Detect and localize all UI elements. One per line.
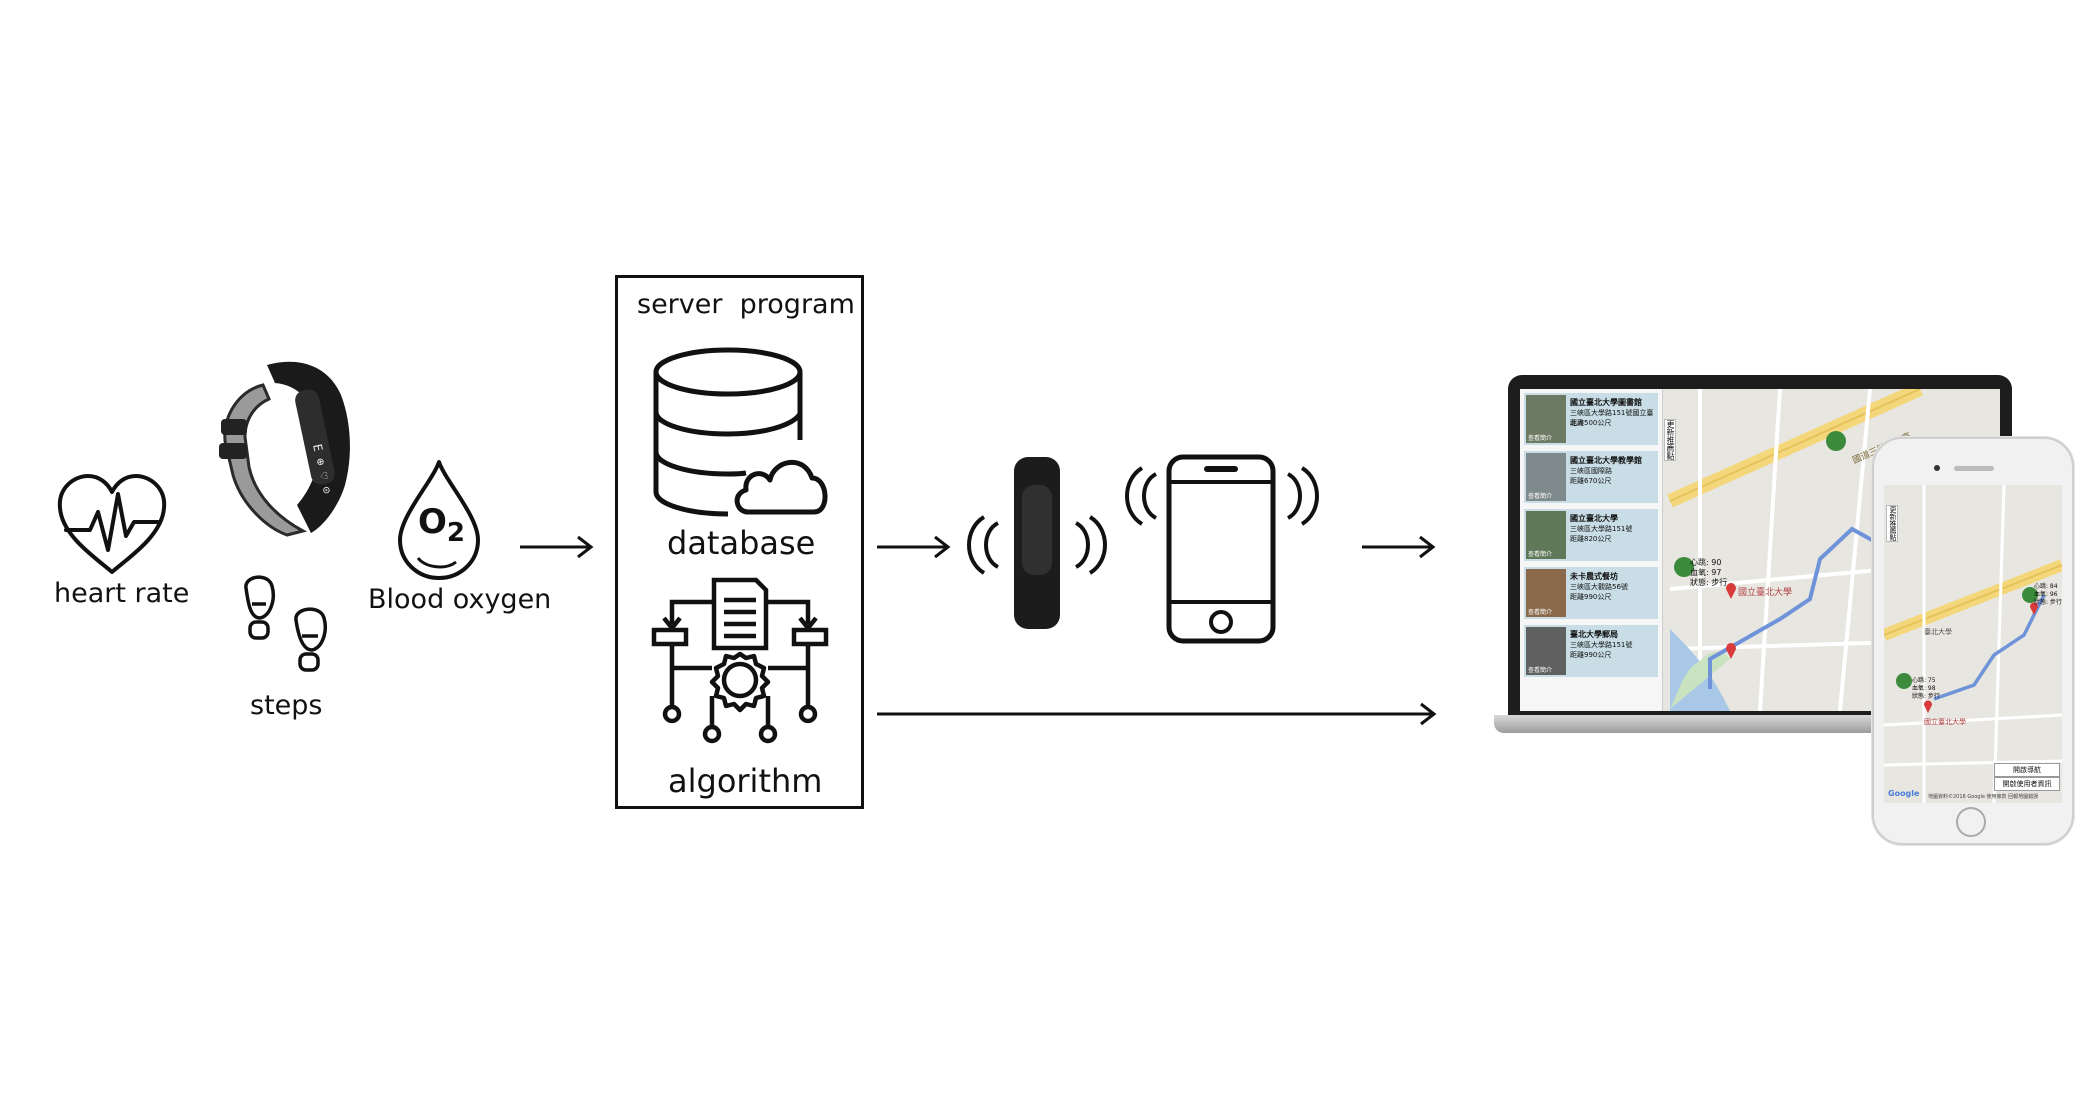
- list-item-line1: 三峽區大學路151號: [1570, 641, 1633, 649]
- band-signal-left-icon: [967, 515, 1002, 575]
- list-item-0[interactable]: 國立臺北大學圖書館 三峽區大學路151號國立臺北大 距離500公尺 查看簡介: [1524, 393, 1658, 445]
- list-item-thumb: [1526, 569, 1566, 617]
- list-item-line2: 距離820公尺: [1570, 535, 1612, 543]
- list-item-line1: 三峽區大學路151號: [1570, 525, 1633, 533]
- list-item-title: 國立臺北大學: [1570, 514, 1618, 523]
- list-item-title: 國立臺北大學圖書館: [1570, 398, 1642, 407]
- phone-map-label-ntpu: 臺北大學: [1924, 628, 1952, 636]
- list-item-tag[interactable]: 查看簡介: [1528, 667, 1553, 674]
- server-program-title: server program: [637, 289, 855, 320]
- list-item-line2: 距離990公尺: [1570, 651, 1612, 659]
- list-item-tag[interactable]: 查看簡介: [1528, 609, 1553, 616]
- heart-rate-icon: [56, 472, 168, 576]
- list-item-title: 臺北大學郵局: [1570, 630, 1618, 639]
- phone-earpiece: [1954, 466, 1994, 471]
- list-item-title: 未卡農式餐坊: [1570, 572, 1618, 581]
- list-item-thumb: [1526, 453, 1566, 501]
- phone-nav-button[interactable]: 開啟導航: [1994, 763, 2060, 777]
- phone-map: [1884, 485, 2062, 803]
- band-signal-right-icon: [1072, 515, 1107, 575]
- list-item-thumb: [1526, 627, 1566, 675]
- phone-home-button[interactable]: [1956, 807, 1986, 837]
- algorithm-icon: [650, 576, 830, 746]
- phone-refresh-button[interactable]: 更新推薦點: [1886, 505, 1898, 542]
- phone-camera: [1934, 465, 1940, 471]
- phone-info-hr: 心跳: 75: [1912, 677, 1936, 684]
- fitness-band-image: E ⊕ ♡ ⊙: [215, 355, 355, 555]
- database-label: database: [667, 524, 816, 562]
- laptop-map-label-ntpu: 國立臺北大學: [1738, 588, 1793, 598]
- list-item-1[interactable]: 國立臺北大學教學館 三峽區國際路 距離670公尺 查看簡介: [1524, 451, 1658, 503]
- wearable-band-icon: [1012, 455, 1062, 631]
- phone-signal-right-icon: [1284, 466, 1319, 526]
- list-item-tag[interactable]: 查看簡介: [1528, 435, 1553, 442]
- arrow-to-devices: [877, 702, 1437, 726]
- list-item-thumb: [1526, 511, 1566, 559]
- arrow-to-screens: [1362, 535, 1436, 559]
- phone-info-hr2: 心跳: 84: [2034, 583, 2058, 590]
- list-item-line2: 距離990公尺: [1570, 593, 1612, 601]
- laptop-map-info-bp: 血氧: 97: [1690, 568, 1722, 577]
- phone-map-label-ntpu2: 國立臺北大學: [1924, 718, 1966, 726]
- list-item-3[interactable]: 未卡農式餐坊 三峽區大觀路56號 距離990公尺 查看簡介: [1524, 567, 1658, 619]
- algorithm-label: algorithm: [668, 762, 823, 800]
- list-item-4[interactable]: 臺北大學郵局 三峽區大學路151號 距離990公尺 查看簡介: [1524, 625, 1658, 677]
- o2-symbol: O2: [418, 502, 465, 548]
- server-program-box: [615, 275, 864, 809]
- database-icon: [652, 344, 828, 520]
- laptop-refresh-button[interactable]: 更新推薦點: [1664, 419, 1676, 461]
- footsteps-icon: [234, 572, 344, 690]
- list-item-2[interactable]: 國立臺北大學 三峽區大學路151號 距離820公尺 查看簡介: [1524, 509, 1658, 561]
- list-item-line1: 三峽區國際路: [1570, 467, 1612, 475]
- list-item-title: 國立臺北大學教學館: [1570, 456, 1642, 465]
- list-item-line2: 距離670公尺: [1570, 477, 1612, 485]
- laptop-list-panel: 國立臺北大學圖書館 三峽區大學路151號國立臺北大 距離500公尺 查看簡介 國…: [1520, 389, 1663, 711]
- heart-rate-label: heart rate: [54, 578, 190, 609]
- list-item-tag[interactable]: 查看簡介: [1528, 551, 1553, 558]
- arrow-to-band: [877, 535, 951, 559]
- phone-map-footer: 地圖資料©2018 Google 使用條款 回報地圖錯誤: [1928, 794, 2039, 800]
- blood-oxygen-label: Blood oxygen: [368, 584, 552, 615]
- phone-info-bp2: 血氧: 96: [2034, 591, 2058, 598]
- o2-subscript: 2: [446, 517, 465, 548]
- phone-info-bp: 血氧: 98: [1912, 685, 1936, 692]
- blood-oxygen-icon: [394, 458, 484, 582]
- phone-info-act2: 狀態: 步行: [2034, 599, 2062, 606]
- phone-info-act: 狀態: 步行: [1912, 693, 1940, 700]
- google-logo: Google: [1888, 789, 1920, 798]
- laptop-map-info-hr: 心跳: 90: [1690, 558, 1722, 567]
- list-item-line2: 距離500公尺: [1570, 419, 1612, 427]
- list-item-line1: 三峽區大學路151號國立臺北大: [1570, 409, 1654, 427]
- steps-label: steps: [250, 690, 323, 721]
- list-item-tag[interactable]: 查看簡介: [1528, 493, 1553, 500]
- o2-letter: O: [418, 502, 447, 542]
- phone-screen: 更新推薦點 臺北大學 國立臺北大學 心跳: 75 血氧: 98 狀態: 步行 心…: [1884, 485, 2062, 803]
- arrow-to-server: [520, 535, 594, 559]
- smartphone-icon: [1166, 454, 1276, 644]
- list-item-line1: 三峽區大觀路56號: [1570, 583, 1628, 591]
- phone-device: 更新推薦點 臺北大學 國立臺北大學 心跳: 75 血氧: 98 狀態: 步行 心…: [1872, 437, 2074, 845]
- phone-signal-left-icon: [1125, 466, 1160, 526]
- laptop-map-info-act: 狀態: 步行: [1690, 578, 1728, 587]
- phone-userinfo-button[interactable]: 開啟使用者資訊: [1994, 777, 2060, 791]
- list-item-thumb: [1526, 395, 1566, 443]
